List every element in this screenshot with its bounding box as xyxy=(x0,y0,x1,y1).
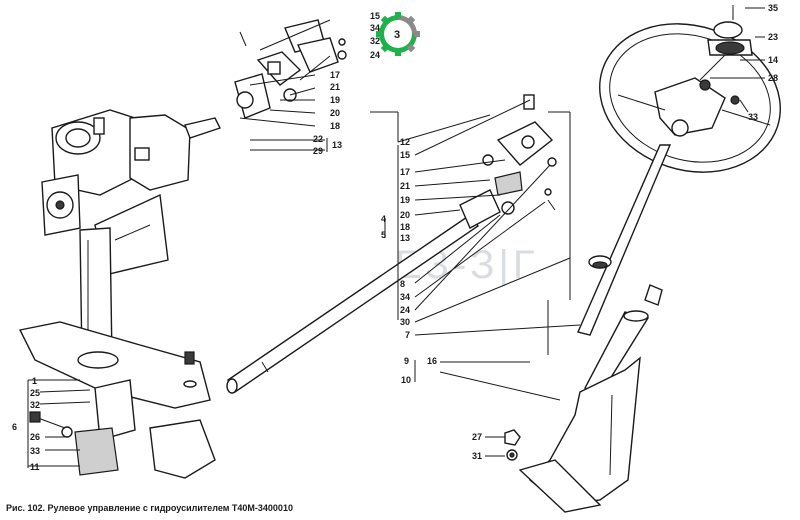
callouts-left: 1 25 32 6 26 33 11 xyxy=(12,376,40,472)
callout-number: 24 xyxy=(370,50,380,60)
callout-number: 13 xyxy=(400,233,410,243)
steering-wheel xyxy=(599,5,781,173)
callout-number: 24 xyxy=(400,305,410,315)
callout-number: 34 xyxy=(400,292,410,302)
callout-number: 17 xyxy=(400,167,410,177)
callout-number: 16 xyxy=(427,356,437,366)
steering-column xyxy=(518,144,672,513)
callout-number: 9 xyxy=(404,356,409,366)
callout-number: 10 xyxy=(401,375,411,385)
callout-number: 32 xyxy=(370,36,380,46)
lower-cardan-joint xyxy=(482,94,557,215)
callout-number: 13 xyxy=(332,140,342,150)
gear-badge[interactable]: 3 xyxy=(376,12,420,56)
callout-number: 14 xyxy=(768,55,778,65)
callout-number: 4 xyxy=(381,214,386,224)
callout-number: 29 xyxy=(313,146,323,156)
callout-number: 22 xyxy=(313,134,323,144)
upper-cardan-joint xyxy=(234,19,347,119)
callout-number: 33 xyxy=(748,112,758,122)
callout-number: 11 xyxy=(30,462,40,472)
bottom-fasteners xyxy=(504,429,521,461)
callout-number: 7 xyxy=(405,330,410,340)
callouts-bottom: 27 31 xyxy=(472,432,482,461)
callout-number: 33 xyxy=(30,446,40,456)
callout-lines xyxy=(27,7,765,468)
callout-number: 35 xyxy=(768,3,778,13)
callout-number: 15 xyxy=(400,150,410,160)
intermediate-shaft xyxy=(226,189,501,394)
callout-number: 6 xyxy=(12,422,17,432)
figure-caption: Рис. 102. Рулевое управление с гидроусил… xyxy=(6,503,293,513)
callout-number: 18 xyxy=(330,121,340,131)
callout-number: 27 xyxy=(472,432,482,442)
callout-number: 31 xyxy=(472,451,482,461)
callout-number: 21 xyxy=(400,181,410,191)
callout-number: 28 xyxy=(768,73,778,83)
callout-number: 32 xyxy=(30,400,40,410)
callout-number: 15 xyxy=(370,11,380,21)
steering-gear-unit xyxy=(18,109,221,479)
callout-number: 20 xyxy=(400,210,410,220)
callout-number: 19 xyxy=(330,95,340,105)
callout-number: 8 xyxy=(400,279,405,289)
callout-number: 30 xyxy=(400,317,410,327)
gear-badge-label: 3 xyxy=(394,29,400,41)
callout-number: 19 xyxy=(400,195,410,205)
callouts-middle: 12 15 17 21 19 20 4 18 5 13 8 34 24 30 7… xyxy=(381,137,437,385)
callout-number: 25 xyxy=(30,388,40,398)
callout-number: 18 xyxy=(400,222,410,232)
gear-icon xyxy=(398,15,417,34)
callout-number: 17 xyxy=(330,70,340,80)
callout-number: 21 xyxy=(330,82,340,92)
callouts-right: 35 23 14 28 33 xyxy=(748,3,778,122)
callout-number: 23 xyxy=(768,32,778,42)
callout-number: 26 xyxy=(30,432,40,442)
callouts-top-center: 15 34 32 24 17 21 19 20 18 22 29 13 xyxy=(313,11,380,156)
callout-number: 34 xyxy=(370,23,380,33)
callout-number: 20 xyxy=(330,108,340,118)
callout-number: 1 xyxy=(32,376,37,386)
callout-number: 5 xyxy=(381,230,386,240)
callout-number: 12 xyxy=(400,137,410,147)
